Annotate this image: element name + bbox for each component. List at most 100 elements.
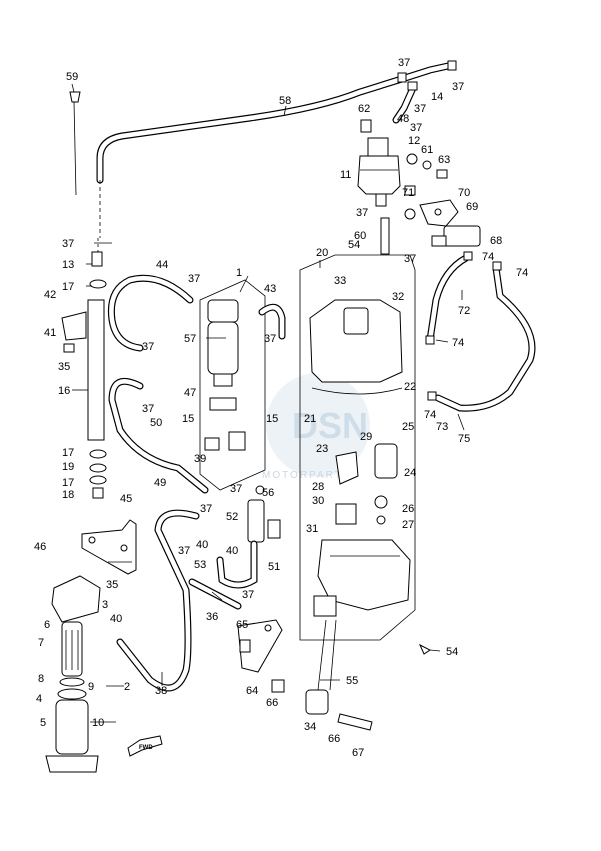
callout-23: 23 xyxy=(316,443,328,455)
callout-66: 66 xyxy=(266,697,278,709)
callout-69: 69 xyxy=(466,201,478,213)
fwd-arrow: FWD xyxy=(127,735,163,757)
callout-6: 6 xyxy=(44,619,50,631)
hose-72 xyxy=(426,254,470,344)
callout-35: 35 xyxy=(106,579,118,591)
callout-8: 8 xyxy=(38,673,44,685)
callout-68: 68 xyxy=(490,235,502,247)
hose-58 xyxy=(96,74,409,184)
watermark: DSN MOTORPARTS xyxy=(262,373,370,481)
callout-37: 37 xyxy=(200,503,212,515)
watermark-text: MOTORPARTS xyxy=(262,470,351,481)
callout-37: 37 xyxy=(356,207,368,219)
callout-15: 15 xyxy=(266,413,278,425)
callout-14: 14 xyxy=(431,91,443,103)
callout-40: 40 xyxy=(196,539,208,551)
fitting-14 xyxy=(392,60,457,124)
callout-11: 11 xyxy=(340,169,351,181)
hose-38 xyxy=(116,509,200,692)
callout-50: 50 xyxy=(150,417,162,429)
callout-40: 40 xyxy=(110,613,122,625)
callout-39: 39 xyxy=(194,453,206,465)
callout-5: 5 xyxy=(40,717,46,729)
callout-19: 19 xyxy=(62,461,74,473)
callout-13: 13 xyxy=(62,259,74,271)
callout-58: 58 xyxy=(279,95,291,107)
callout-26: 26 xyxy=(402,503,414,515)
callout-37: 37 xyxy=(178,545,190,557)
clamp-74b xyxy=(492,261,502,271)
callout-59: 59 xyxy=(66,71,78,83)
callout-63: 63 xyxy=(438,154,450,166)
callout-45: 45 xyxy=(120,493,132,505)
clip-59 xyxy=(69,91,81,196)
callout-55: 55 xyxy=(346,675,358,687)
fwd-label: FWD xyxy=(139,745,153,751)
callout-47: 47 xyxy=(184,387,196,399)
callout-37: 37 xyxy=(404,253,416,265)
callout-74: 74 xyxy=(516,267,528,279)
callout-37: 37 xyxy=(452,81,464,93)
callout-57: 57 xyxy=(184,333,196,345)
callout-2: 2 xyxy=(124,681,130,693)
small-parts-12-70 xyxy=(404,153,448,220)
bracket-69 xyxy=(419,199,481,247)
callout-53: 53 xyxy=(194,559,206,571)
callout-74: 74 xyxy=(424,409,436,421)
callout-65: 65 xyxy=(236,619,248,631)
fuel-pump-assembly-1 xyxy=(199,279,266,491)
callout-37: 37 xyxy=(264,333,276,345)
callout-51: 51 xyxy=(268,561,280,573)
callout-7: 7 xyxy=(38,637,44,649)
callout-41: 41 xyxy=(44,327,56,339)
callout-3: 3 xyxy=(102,599,108,611)
clamp-74c xyxy=(425,335,435,345)
hose-44 xyxy=(107,274,194,352)
callout-37: 37 xyxy=(410,122,422,134)
callout-36: 36 xyxy=(206,611,218,623)
callout-16: 16 xyxy=(58,385,70,397)
callout-27: 27 xyxy=(402,519,414,531)
leader-lines xyxy=(71,83,465,723)
callout-52: 52 xyxy=(226,511,238,523)
callout-18: 18 xyxy=(62,489,74,501)
filter-52 xyxy=(247,485,281,543)
callout-56: 56 xyxy=(262,487,274,499)
callout-37: 37 xyxy=(414,103,426,115)
clamp-74d xyxy=(427,391,437,401)
callout-71: 71 xyxy=(402,187,414,199)
callout-35: 35 xyxy=(58,361,70,373)
callout-72: 72 xyxy=(458,305,470,317)
callout-20: 20 xyxy=(316,247,328,259)
callout-61: 61 xyxy=(421,144,433,156)
callout-38: 38 xyxy=(155,685,167,697)
watermark-logo: DSN xyxy=(292,405,368,446)
callout-49: 49 xyxy=(154,477,166,489)
hose-49 xyxy=(108,377,209,494)
callout-32: 32 xyxy=(392,291,404,303)
callout-33: 33 xyxy=(334,275,346,287)
callout-12: 12 xyxy=(408,135,420,147)
callout-4: 4 xyxy=(36,693,42,705)
callout-54: 54 xyxy=(446,646,458,658)
callout-25: 25 xyxy=(402,421,414,433)
callout-75: 75 xyxy=(458,433,470,445)
hose-75 xyxy=(434,264,536,412)
callout-37: 37 xyxy=(242,589,254,601)
water-separator-2 xyxy=(45,575,101,773)
bracket-45 xyxy=(81,519,137,575)
callout-48: 48 xyxy=(397,113,409,125)
callout-67: 67 xyxy=(352,747,364,759)
callout-37: 37 xyxy=(142,403,154,415)
callout-74: 74 xyxy=(452,337,464,349)
vapor-separator-20 xyxy=(299,254,416,641)
callout-17: 17 xyxy=(62,447,74,459)
callout-60: 60 xyxy=(354,230,366,242)
hose-53 xyxy=(216,540,258,589)
callout-9: 9 xyxy=(88,681,94,693)
callout-21: 21 xyxy=(304,413,316,425)
fuel-rail-16 xyxy=(61,251,107,499)
fuel-filter-11 xyxy=(357,119,401,255)
callout-64: 64 xyxy=(246,685,258,697)
hose-43 xyxy=(258,303,286,340)
